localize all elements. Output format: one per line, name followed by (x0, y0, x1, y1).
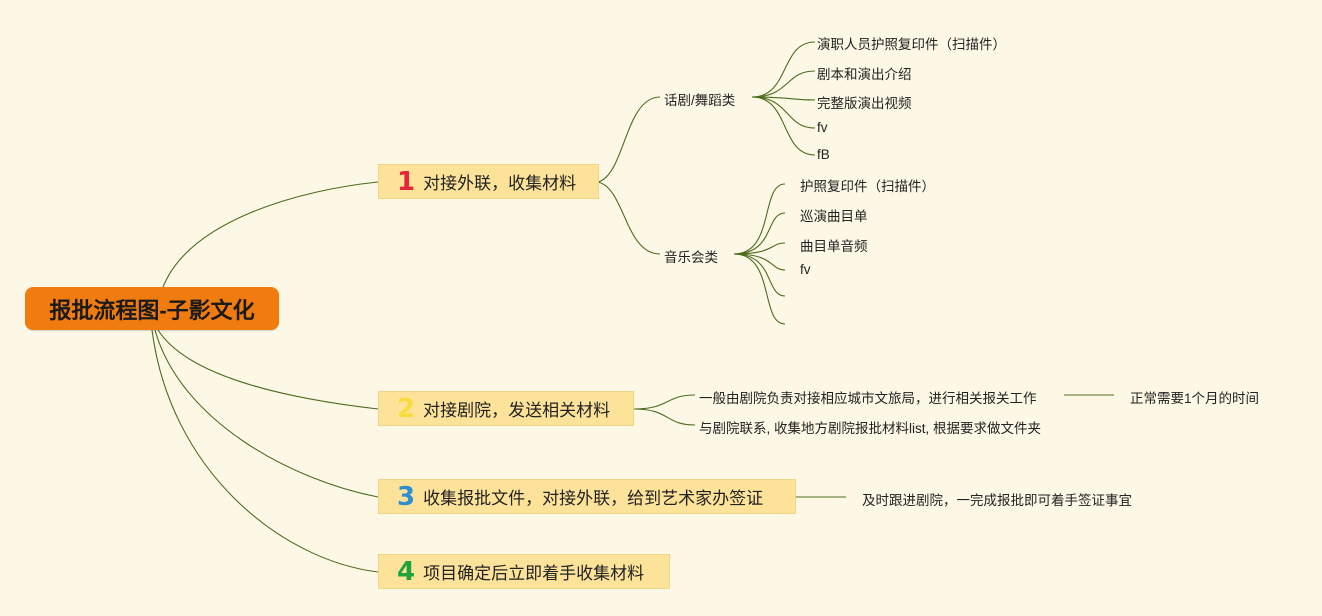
music-item-2[interactable]: 巡演曲目单 (800, 209, 868, 224)
connector-root-branch4 (151, 329, 379, 573)
connector-root-branch2 (157, 329, 379, 410)
connector-drama-item5 (751, 96, 816, 156)
subcategory-music[interactable]: 音乐会类 (664, 250, 718, 265)
music-item-1[interactable]: 护照复印件（扫描件） (800, 179, 935, 194)
connector-branch1-drama (597, 96, 661, 183)
drama-item-2[interactable]: 剧本和演出介绍 (817, 67, 912, 82)
number-3-badge: 3 (397, 481, 416, 512)
branch-3-label: 收集报批文件，对接外联，给到艺术家办签证 (423, 489, 764, 508)
branch-1-label: 对接外联，收集材料 (423, 174, 577, 193)
music-item-3[interactable]: 曲目单音频 (800, 239, 868, 254)
drama-item-1[interactable]: 演职人员护照复印件（扫描件） (817, 37, 1006, 52)
branch-4-label: 项目确定后立即着手收集材料 (423, 564, 645, 583)
branch-1-node[interactable]: 1 对接外联，收集材料 (378, 164, 599, 199)
branch-2-item-2[interactable]: 与剧院联系, 收集地方剧院报批材料list, 根据要求做文件夹 (699, 421, 1042, 436)
number-2-badge: 2 (397, 393, 416, 424)
branch-2-label: 对接剧院，发送相关材料 (423, 401, 611, 420)
branch-4-node[interactable]: 4 项目确定后立即着手收集材料 (378, 554, 670, 589)
connector-branch2-item2 (633, 408, 696, 426)
connector-root-branch3 (154, 329, 379, 498)
number-4-badge: 4 (397, 556, 416, 587)
connector-drama-item3 (751, 96, 816, 101)
connector-music-item1 (733, 183, 786, 255)
connector-music-item3 (733, 242, 786, 255)
music-item-4[interactable]: fv (800, 262, 811, 277)
connector-drama-item2 (751, 70, 816, 98)
root-node[interactable]: 报批流程图-子影文化 (25, 287, 279, 330)
branch-3-note[interactable]: 及时跟进剧院，一完成报批即可着手签证事宜 (862, 493, 1132, 508)
connector-root-branch1 (162, 181, 379, 288)
connector-drama-item1 (751, 41, 816, 98)
connector-drama-item4 (751, 96, 816, 129)
number-1-badge: 1 (397, 166, 416, 197)
connector-music-item2 (733, 212, 786, 255)
drama-item-4[interactable]: fv (817, 120, 828, 135)
subcategory-drama[interactable]: 话剧/舞蹈类 (664, 93, 736, 108)
branch-2-node[interactable]: 2 对接剧院，发送相关材料 (378, 391, 634, 426)
branch-3-node[interactable]: 3 收集报批文件，对接外联，给到艺术家办签证 (378, 479, 796, 514)
connector-branch1-music (597, 181, 661, 255)
connector-music-item6 (733, 253, 786, 325)
connector-music-item4 (733, 253, 786, 271)
branch-2-item-1[interactable]: 一般由剧院负责对接相应城市文旅局，进行相关报关工作 (699, 391, 1037, 406)
connector-music-item5 (733, 253, 786, 297)
drama-item-3[interactable]: 完整版演出视频 (817, 96, 912, 111)
branch-2-item-1-note[interactable]: 正常需要1个月的时间 (1130, 391, 1260, 406)
connector-branch2-item1 (633, 394, 696, 410)
drama-item-5[interactable]: fB (817, 147, 830, 162)
